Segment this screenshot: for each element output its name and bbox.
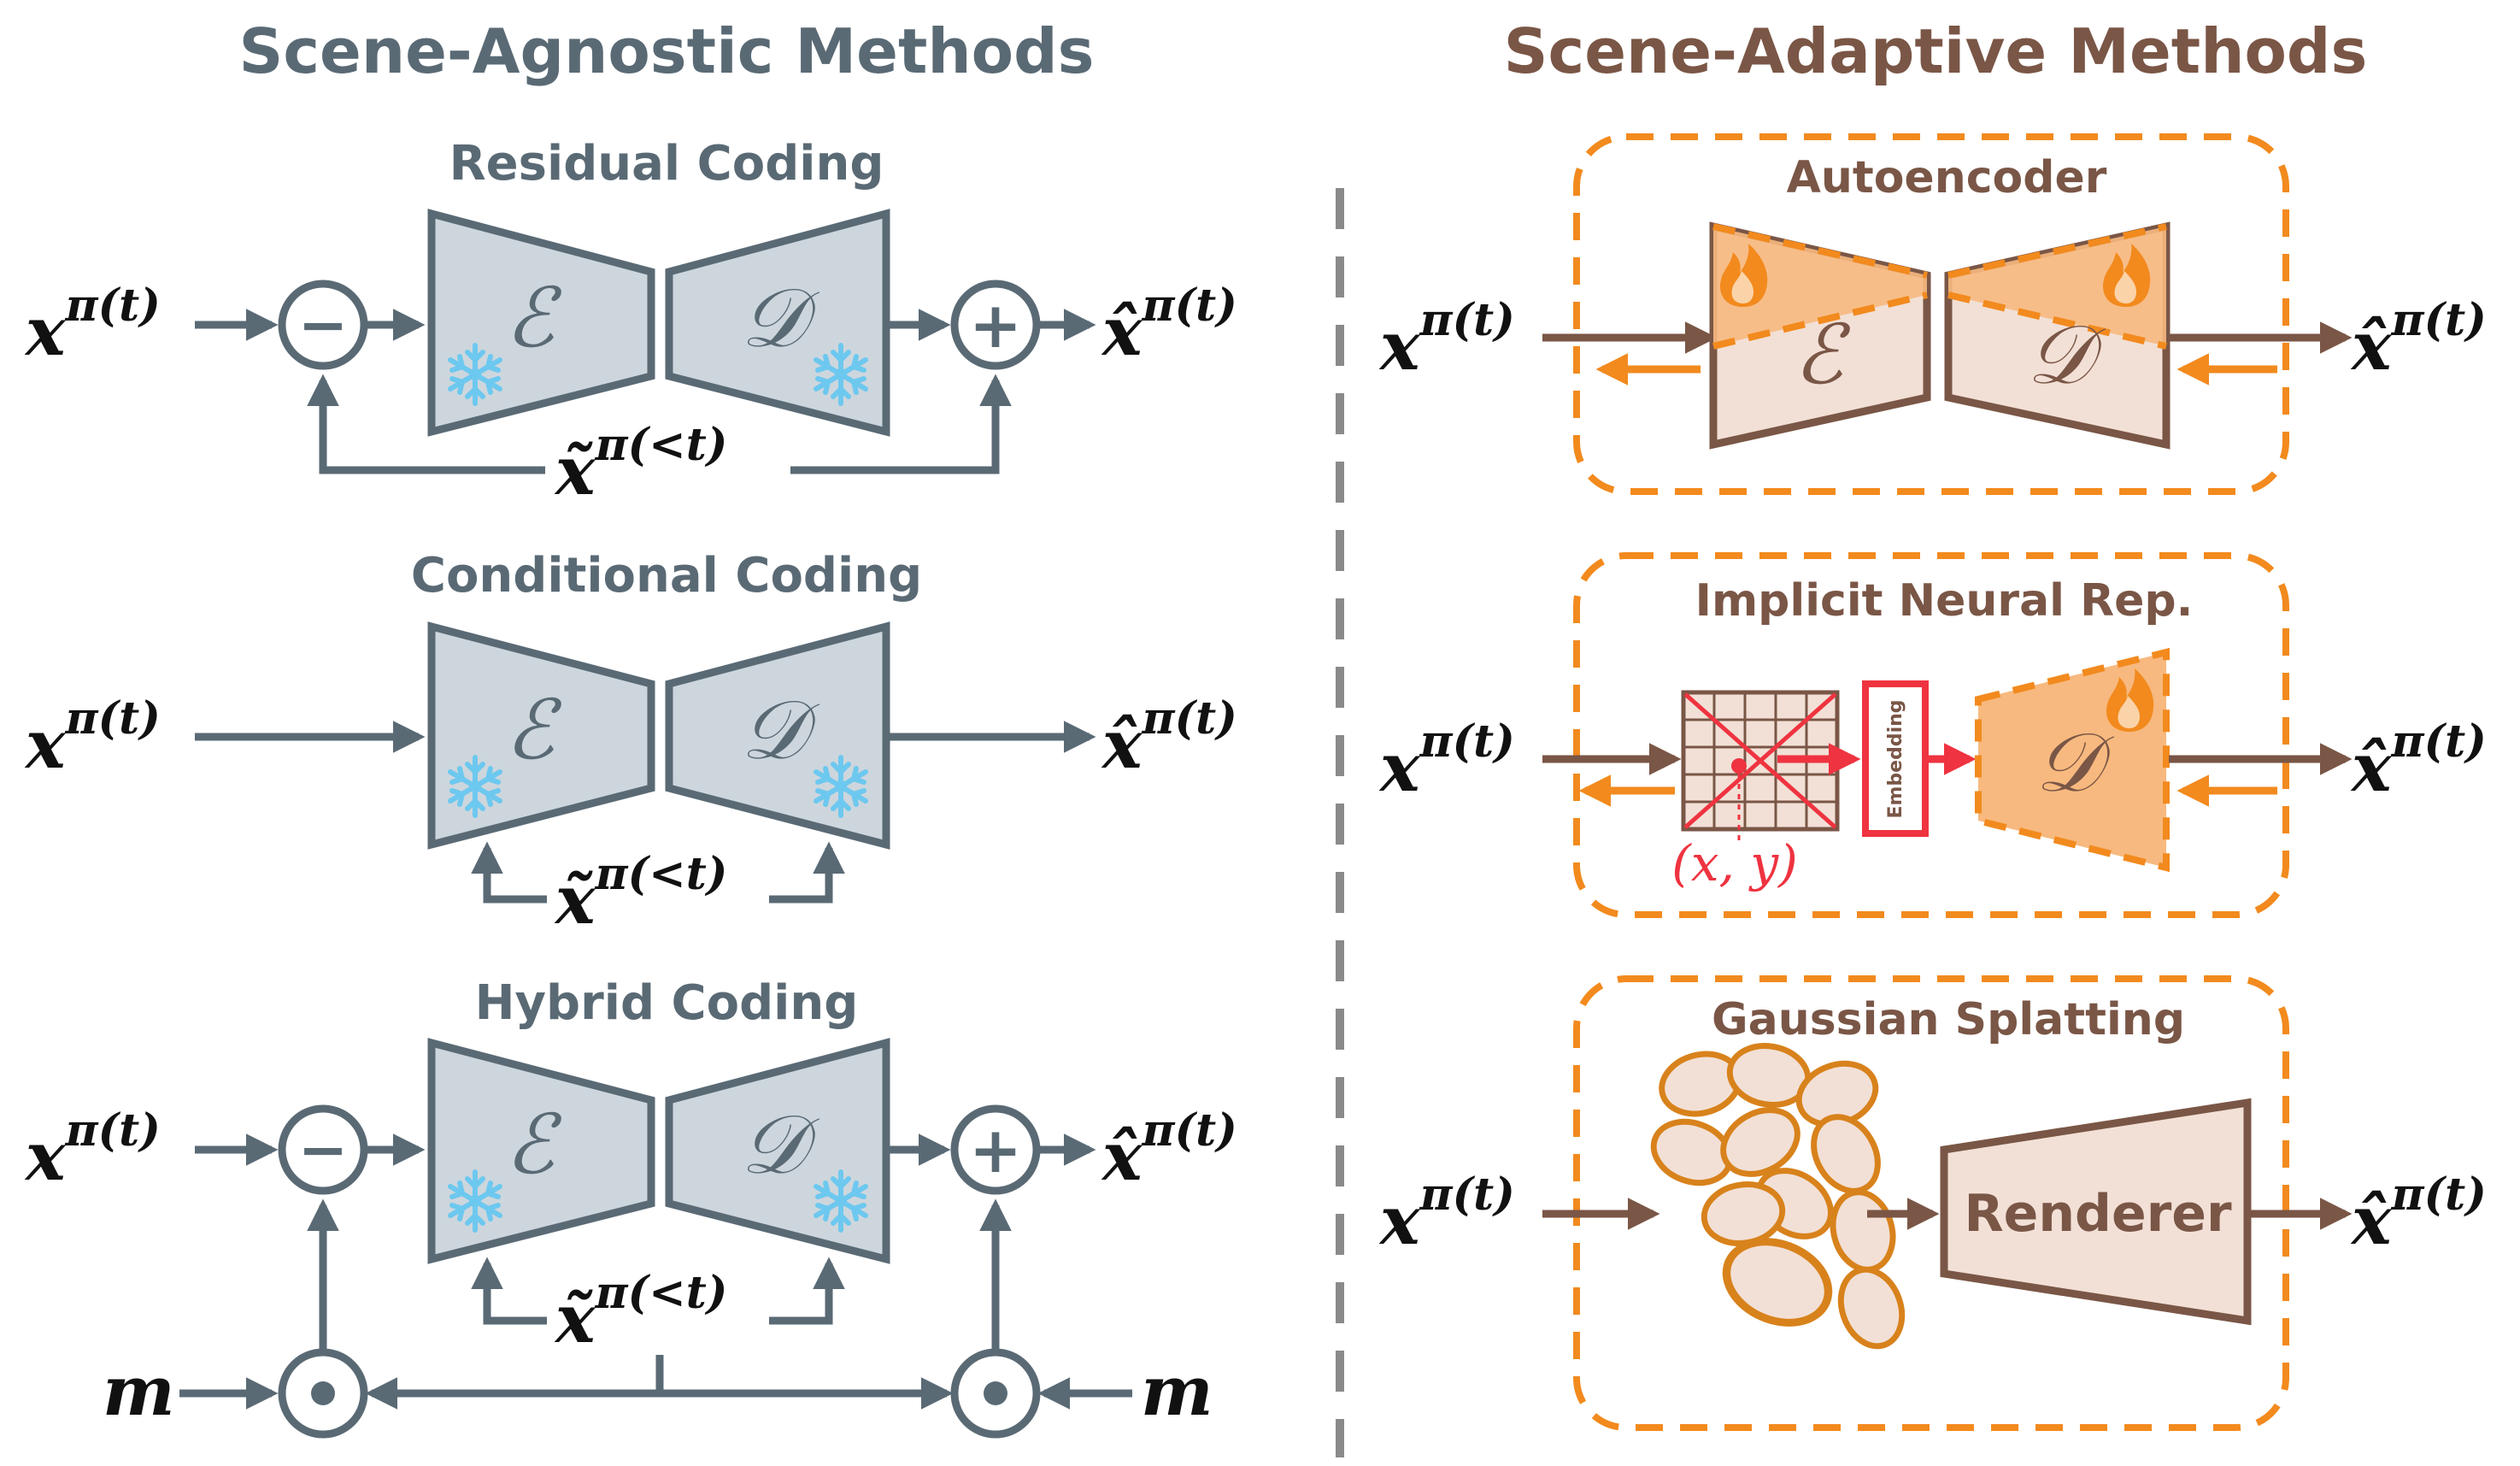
inr-embedding-label: Embedding	[1885, 699, 1906, 818]
hybrid-coding-block: Hybrid Coding xπ(t) − ℰ 𝒟 + x̂π(t) x̃π(<…	[24, 975, 1237, 1439]
svg-text:x̂π(t): x̂π(t)	[1101, 280, 1237, 371]
minus-symbol: −	[298, 1115, 349, 1185]
hybrid-add-node: +	[950, 1104, 1041, 1195]
autoencoder-encoder-dash	[1712, 291, 1928, 350]
gaussian-primitives-icon	[1645, 1040, 1912, 1355]
svg-text:xπ(t): xπ(t)	[24, 1104, 161, 1196]
inr-embedding-box: Embedding	[1862, 680, 1929, 837]
hybrid-reference-path-right	[769, 1257, 845, 1325]
conditional-output-label: x̂π(t)	[1101, 692, 1237, 784]
hybrid-coding-title: Hybrid Coding	[475, 975, 859, 1031]
gaussian-title: Gaussian Splatting	[1712, 994, 2185, 1045]
autoencoder-dashed-box	[1573, 133, 2289, 495]
right-panel-title: Scene-Adaptive Methods	[1504, 15, 2368, 87]
conditional-reference-label: x̃π(<t)	[554, 848, 727, 939]
residual-subtract-node: −	[278, 280, 368, 370]
residual-reference-label: x̃π(<t)	[554, 419, 727, 510]
svg-text:x̂π(t): x̂π(t)	[2350, 294, 2487, 386]
inr-output-label: x̂π(t)	[2350, 715, 2487, 807]
autoencoder-encoder-trainable-overlay	[1713, 227, 1927, 346]
inr-input-label: xπ(t)	[1378, 715, 1515, 807]
plus-symbol: +	[969, 289, 1022, 362]
inr-feature-grid	[1681, 690, 1840, 842]
svg-text:xπ(t): xπ(t)	[1378, 715, 1515, 807]
inr-coordinate-label: (x, y)	[1671, 834, 1798, 892]
autoencoder-decoder-trainable-overlay	[1948, 227, 2166, 346]
inr-title: Implicit Neural Rep.	[1695, 575, 2194, 627]
svg-text:x̃π(<t): x̃π(<t)	[554, 419, 727, 510]
svg-text:x̂π(t): x̂π(t)	[2350, 1169, 2487, 1260]
autoencoder-encoder-symbol: ℰ	[1794, 307, 1851, 403]
residual-output-label: x̂π(t)	[1101, 280, 1237, 371]
svg-text:x̂π(t): x̂π(t)	[2350, 715, 2487, 807]
svg-text:x̂π(t): x̂π(t)	[1101, 692, 1237, 784]
residual-reference-path-right	[790, 374, 1012, 474]
hybrid-mask-label-right: m	[1141, 1351, 1213, 1431]
conditional-coding-block: Conditional Coding xπ(t) ℰ 𝒟 x̂π(t) x̃π(…	[24, 548, 1237, 939]
gaussian-output-label: x̂π(t)	[2350, 1169, 2487, 1260]
hybrid-subtract-node: −	[278, 1104, 368, 1195]
gaussian-input-label: xπ(t)	[1378, 1169, 1515, 1260]
svg-text:xπ(t): xπ(t)	[1378, 294, 1515, 386]
conditional-reference-path-left	[471, 841, 547, 904]
svg-text:xπ(t): xπ(t)	[24, 280, 161, 371]
conditional-input-label: xπ(t)	[24, 692, 161, 784]
conditional-reference-path-right	[769, 841, 845, 904]
conditional-encoder-symbol: ℰ	[505, 682, 562, 778]
hybrid-encoder-symbol: ℰ	[505, 1097, 562, 1192]
residual-reference-path-left	[307, 374, 545, 474]
left-panel-title: Scene-Agnostic Methods	[238, 15, 1094, 87]
inr-block: Implicit Neural Rep. xπ(t) (x, y)	[1378, 552, 2487, 918]
residual-coding-title: Residual Coding	[449, 136, 884, 191]
residual-add-node: +	[950, 280, 1041, 370]
conditional-coding-title: Conditional Coding	[411, 548, 922, 603]
autoencoder-input-label: xπ(t)	[1378, 294, 1515, 386]
svg-text:x̃π(<t): x̃π(<t)	[554, 1267, 727, 1358]
autoencoder-output-label: x̂π(t)	[2350, 294, 2487, 386]
plus-symbol: +	[969, 1114, 1022, 1187]
autoencoder-title: Autoencoder	[1787, 152, 2107, 203]
svg-text:xπ(t): xπ(t)	[1378, 1169, 1515, 1260]
autoencoder-decoder-dash	[1947, 291, 2167, 350]
hybrid-input-label: xπ(t)	[24, 1104, 161, 1196]
autoencoder-encoder-dash-top	[1712, 223, 1928, 279]
svg-text:x̃π(<t): x̃π(<t)	[554, 848, 727, 939]
gaussian-splatting-block: Gaussian Splatting xπ(t) Renderer x̂π(t)	[1378, 975, 2487, 1431]
hybrid-mask-label-left: m	[103, 1351, 175, 1431]
hybrid-mask-node-right	[950, 1348, 1041, 1439]
hybrid-mask-node-left	[278, 1348, 368, 1439]
inr-dashed-box	[1573, 552, 2289, 918]
residual-encoder	[427, 209, 655, 437]
gaussian-renderer	[1940, 1098, 2252, 1326]
residual-encoder-symbol: ℰ	[505, 270, 562, 366]
autoencoder-block: Autoencoder xπ(t) ℰ 𝒟 x̂π(t)	[1378, 133, 2487, 495]
hybrid-reference-path-left	[471, 1257, 547, 1325]
svg-text:xπ(t): xπ(t)	[24, 692, 161, 784]
residual-input-label: xπ(t)	[24, 280, 161, 371]
svg-text:x̂π(t): x̂π(t)	[1101, 1104, 1237, 1196]
hybrid-output-label: x̂π(t)	[1101, 1104, 1237, 1196]
gaussian-renderer-label: Renderer	[1964, 1184, 2232, 1244]
minus-symbol: −	[298, 290, 349, 360]
conditional-encoder	[427, 621, 655, 850]
gaussian-dashed-box	[1573, 975, 2289, 1431]
autoencoder-decoder-dash-top	[1947, 223, 2167, 279]
hybrid-reference-label: x̃π(<t)	[554, 1267, 727, 1358]
residual-coding-block: Residual Coding xπ(t) − ℰ 𝒟 + x̂π(t) x̃π…	[24, 136, 1237, 510]
